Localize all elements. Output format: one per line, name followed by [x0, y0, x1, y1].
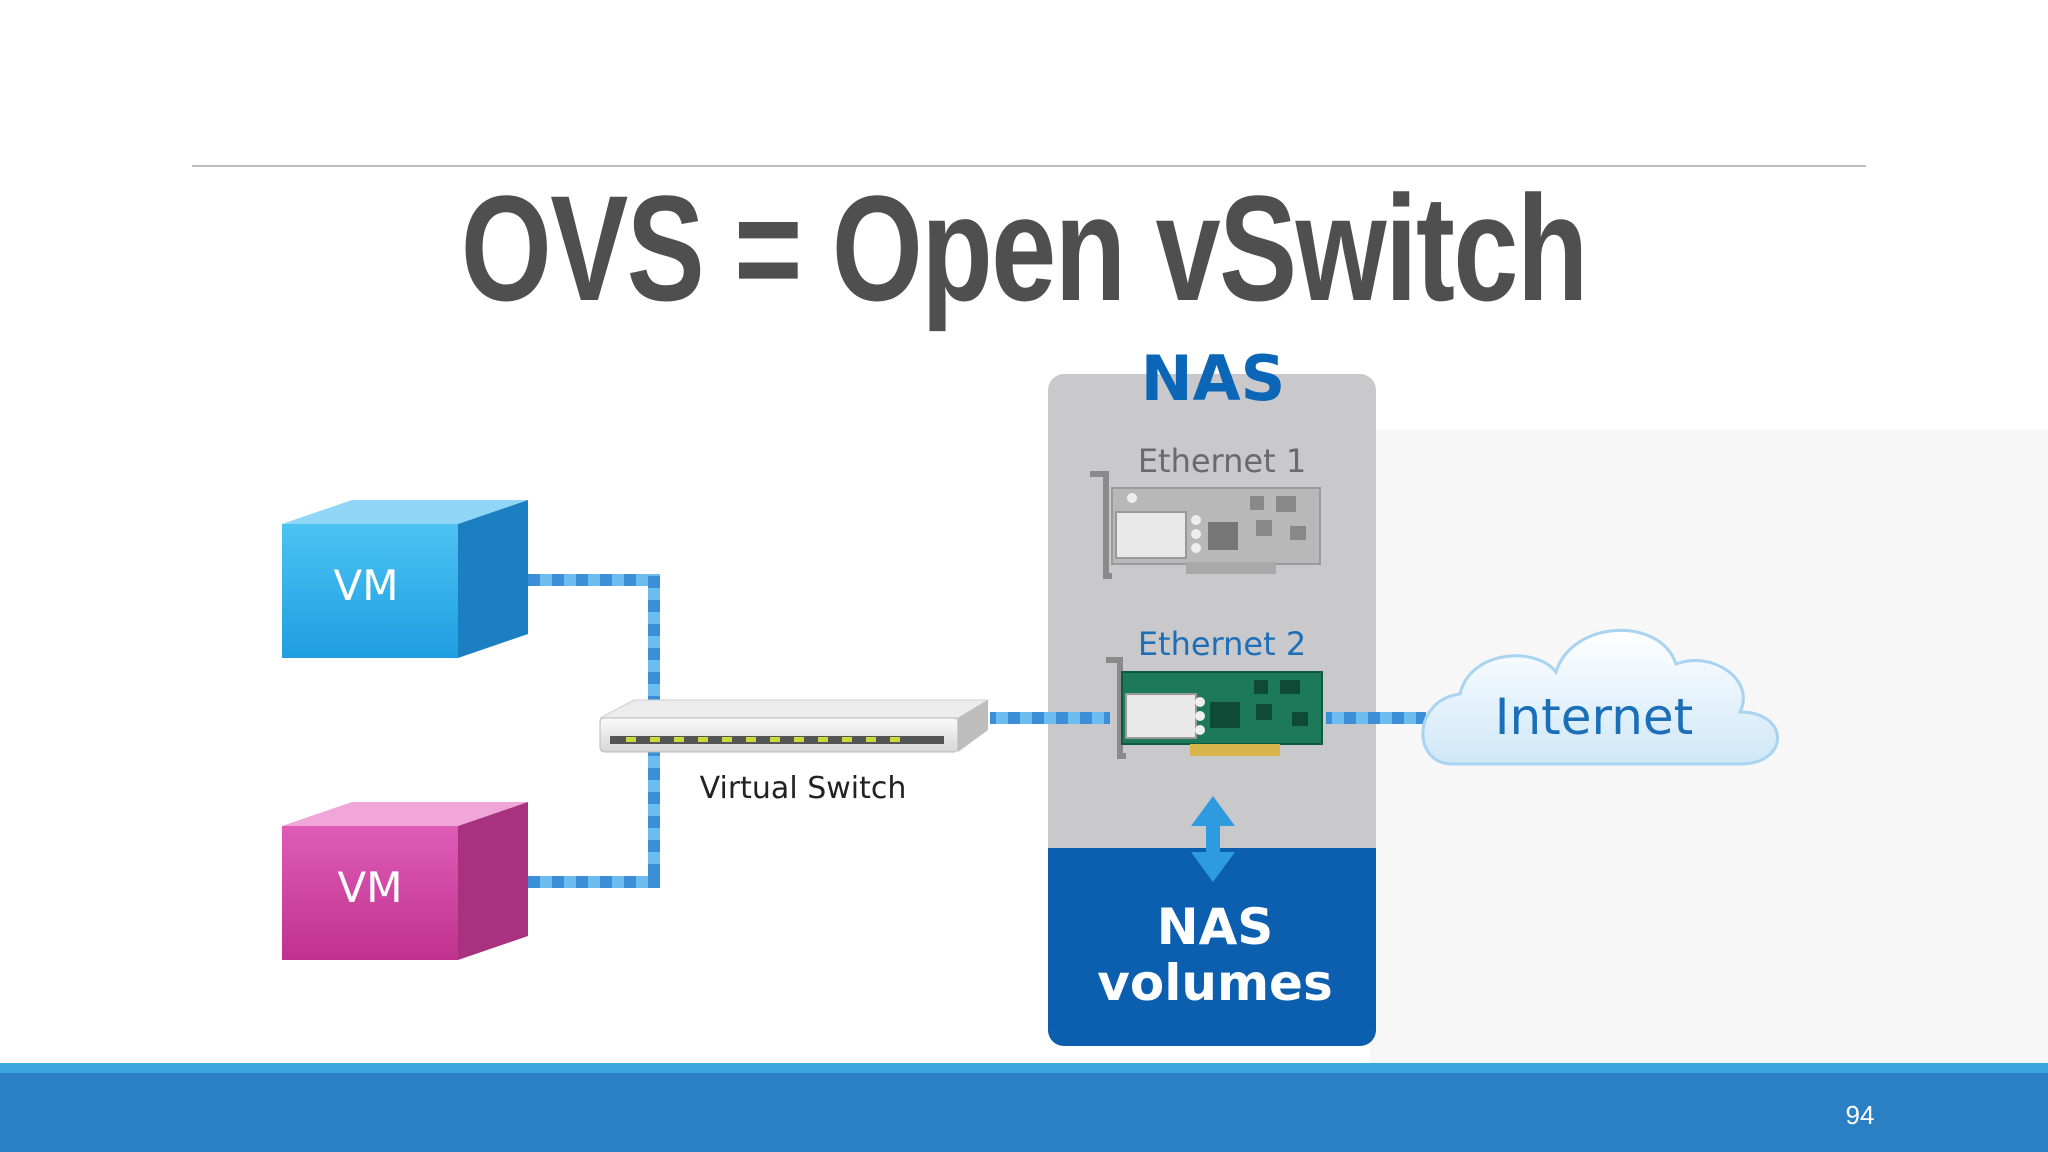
footer-accent-line	[0, 1063, 2048, 1073]
ethernet2-label: Ethernet 2	[1138, 625, 1306, 663]
virtual-switch-label: Virtual Switch	[700, 771, 907, 806]
slide-title: OVS = Open vSwitch	[460, 164, 1589, 332]
page-number: 94	[1845, 1100, 1875, 1130]
nas-volumes-block	[1048, 848, 1376, 1046]
footer-band	[0, 1063, 2048, 1152]
vm-bottom-label: VM	[338, 863, 403, 912]
double-arrow-icon	[1191, 796, 1235, 882]
title-rule	[192, 165, 1866, 167]
vm-top-cube: VM	[282, 500, 528, 658]
vm-top-label: VM	[334, 561, 399, 610]
ethernet2-card-icon	[1106, 657, 1323, 759]
ethernet1-card-icon	[1090, 471, 1321, 579]
nas-volumes-line1: NAS	[1157, 898, 1274, 956]
vm-bottom-cube: VM	[282, 802, 528, 960]
internet-cloud-icon: Internet	[1421, 629, 1779, 766]
internet-label: Internet	[1495, 688, 1694, 746]
nas-title: NAS	[1141, 342, 1286, 415]
virtual-switch-icon: Virtual Switch	[599, 699, 990, 806]
ethernet1-label: Ethernet 1	[1138, 442, 1306, 480]
nas-volumes-line2: volumes	[1097, 954, 1332, 1012]
